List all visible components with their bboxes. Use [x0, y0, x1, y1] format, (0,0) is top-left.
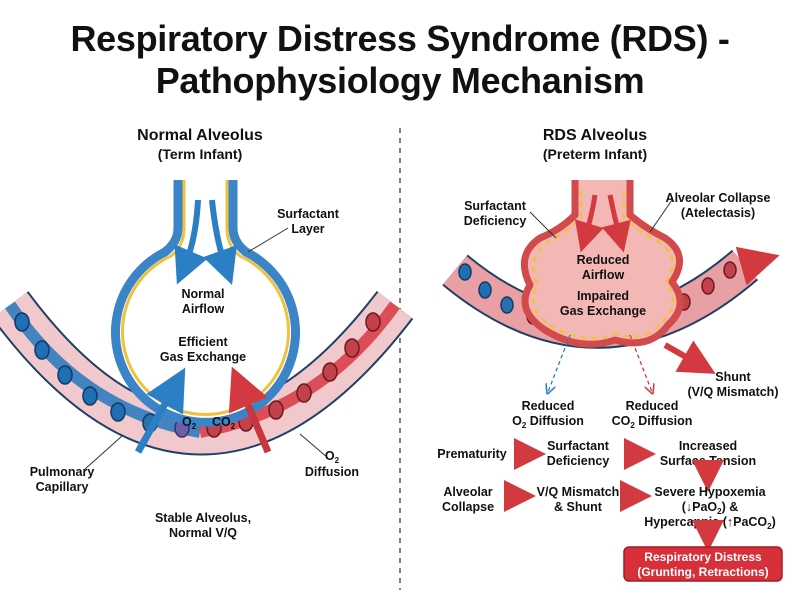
normal-airflow-label-2: Airflow	[182, 302, 225, 316]
flow-hypox-2: (↓PaO2) &	[682, 500, 739, 516]
reduced-airflow-label-1: Reduced	[577, 253, 630, 267]
rds-alveolus: Surfactant Deficiency Alveolar Collapse …	[442, 180, 780, 430]
rds-panel-heading: RDS Alveolus	[542, 127, 648, 144]
normal-airflow-label-1: Normal	[181, 287, 224, 301]
flow-vq-2: & Shunt	[554, 500, 603, 514]
co2-diffusion-arrow	[228, 366, 272, 454]
normal-surfactant-layer	[121, 180, 290, 416]
flow-collapse-2: Collapse	[442, 500, 494, 514]
title-line-1: Respiratory Distress Syndrome (RDS) -	[70, 18, 730, 59]
diffusion-leader	[299, 433, 329, 459]
reduced-o2-arrow	[548, 334, 571, 392]
rds-flowchart: Prematurity Surfactant Deficiency Increa…	[437, 438, 783, 582]
flow-hypox-1: Severe Hypoxemia	[654, 485, 766, 499]
distress-label-2: (Grunting, Retractions)	[637, 565, 768, 579]
reduced-o2-label-2: O2 Diffusion	[512, 414, 584, 430]
impaired-exchange-label-2: Gas Exchange	[560, 304, 646, 318]
distress-label-1: Respiratory Distress	[644, 550, 762, 564]
normal-alveolus: Surfactant Layer Normal Airflow Efficien…	[0, 180, 414, 540]
flow-deficiency-1: Surfactant	[547, 439, 610, 453]
flow-deficiency-2: Deficiency	[547, 454, 610, 468]
reduced-co2-arrow	[629, 334, 652, 392]
stable-alveolus-label-1: Stable Alveolus,	[155, 511, 251, 525]
flow-tension-1: Increased	[679, 439, 737, 453]
flow-vq-1: V/Q Mismatch	[537, 485, 620, 499]
o2-diffusion-label-1: O2	[325, 449, 340, 465]
capillary-label-1: Pulmonary	[30, 465, 95, 479]
o2-diffusion-arrow	[134, 367, 186, 454]
efficient-exchange-label-2: Gas Exchange	[160, 350, 246, 364]
title-line-2: Pathophysiology Mechanism	[155, 60, 645, 101]
collapse-label-2: (Atelectasis)	[681, 206, 755, 220]
reduced-airflow-label-2: Airflow	[582, 268, 625, 282]
deficiency-leader	[529, 211, 557, 239]
normal-airflow-arrow-right	[202, 199, 237, 285]
efficient-exchange-label-1: Efficient	[178, 335, 228, 349]
shunt-arrow	[663, 340, 716, 374]
reduced-airflow-arrow-left	[575, 194, 604, 253]
o2-diffusion-label-2: Diffusion	[305, 465, 359, 479]
normal-panel-subtitle: (Term Infant)	[157, 146, 243, 162]
flow-tension-2: Surface Tension	[660, 454, 756, 468]
collapse-leader	[649, 199, 673, 233]
surfactant-layer-label-1: Surfactant	[277, 207, 340, 221]
capillary-leader	[83, 435, 123, 471]
capillary-label-2: Capillary	[36, 480, 89, 494]
rds-alveolus-wall	[520, 180, 684, 348]
flow-hypox-3: Hypercapnia (↑PaCO2)	[644, 515, 776, 531]
deficiency-label-1: Surfactant	[464, 199, 527, 213]
rds-surfactant-patches	[532, 190, 675, 340]
o2-label: O2	[182, 415, 197, 431]
shunt-label-2: (V/Q Mismatch)	[688, 385, 779, 399]
shunt-label-1: Shunt	[715, 370, 751, 384]
reduced-co2-label-2: CO2 Diffusion	[612, 414, 693, 430]
flow-collapse-1: Alveolar	[443, 485, 492, 499]
surfactant-layer-label-2: Layer	[291, 222, 324, 236]
page-title: Respiratory Distress Syndrome (RDS) - Pa…	[0, 18, 800, 102]
reduced-o2-label-1: Reduced	[522, 399, 575, 413]
deficiency-label-2: Deficiency	[464, 214, 527, 228]
respiratory-distress-box	[623, 546, 783, 582]
normal-airflow-arrow-left	[174, 199, 208, 285]
rds-panel-title: RDS Alveolus (Preterm Infant)	[475, 126, 715, 164]
normal-panel-heading: Normal Alveolus	[137, 127, 263, 144]
reduced-co2-label-1: Reduced	[626, 399, 679, 413]
impaired-exchange-label-1: Impaired	[577, 289, 629, 303]
co2-label: CO2	[212, 415, 236, 431]
stable-alveolus-label-2: Normal V/Q	[169, 526, 237, 540]
collapse-label-1: Alveolar Collapse	[666, 191, 771, 205]
normal-panel-title: Normal Alveolus (Term Infant)	[80, 126, 320, 164]
rds-panel-subtitle: (Preterm Infant)	[542, 146, 648, 162]
surfactant-leader	[247, 227, 289, 253]
reduced-airflow-arrow-right	[601, 194, 631, 253]
normal-alveolus-wall	[111, 180, 300, 427]
flow-prematurity: Prematurity	[437, 447, 507, 461]
